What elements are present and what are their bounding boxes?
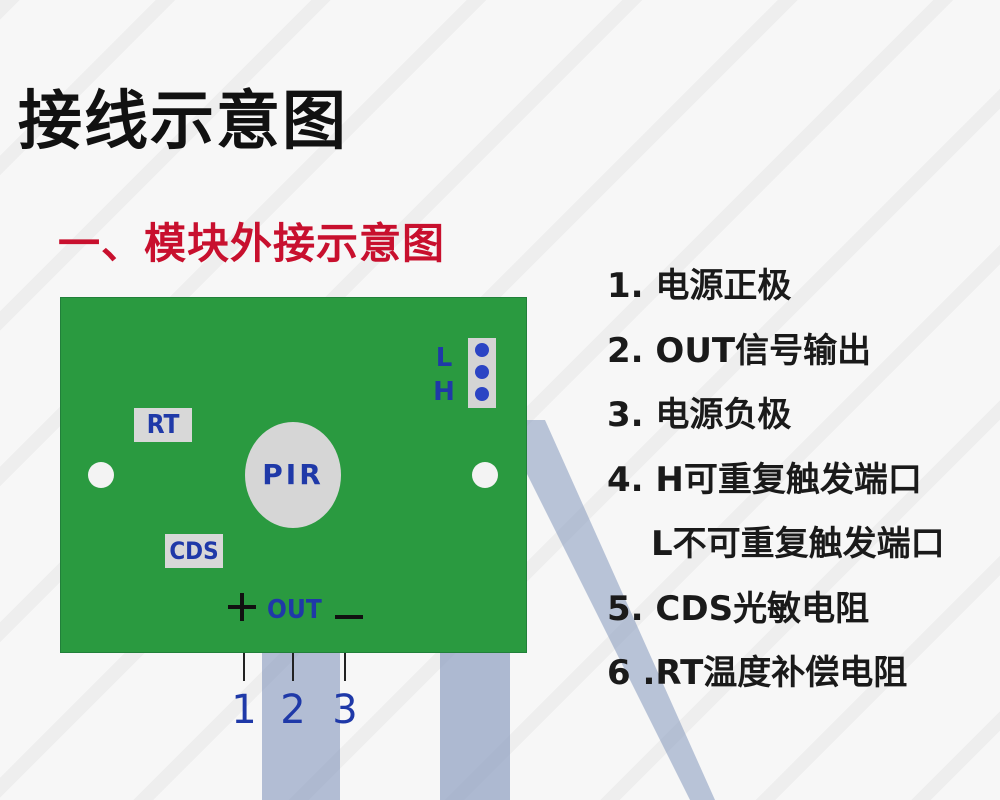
out-label: OUT (267, 595, 322, 625)
pin-lead-3 (344, 653, 346, 681)
rt-label: RT (134, 408, 192, 442)
jumper-pin (475, 387, 489, 401)
plus-icon (228, 593, 256, 621)
jumper-h-label: H (433, 377, 455, 407)
legend-item: 3. 电源负极 (607, 395, 792, 435)
jumper-header (468, 338, 496, 408)
jumper-labels: L H (433, 341, 455, 409)
pcb-board: RT CDS PIR L H OUT (60, 297, 527, 653)
minus-icon (335, 615, 363, 619)
pin-legend: 1. 电源正极 2. OUT信号输出 3. 电源负极 4. H可重复触发端口 L… (607, 262, 945, 714)
cds-label: CDS (165, 534, 223, 568)
mounting-hole-right (472, 462, 498, 488)
legend-item: L不可重复触发端口 (651, 524, 945, 564)
section-title: 一、模块外接示意图 (58, 219, 446, 268)
pin-number-3: 3 (332, 687, 358, 733)
legend-item: 6 .RT温度补偿电阻 (607, 653, 908, 693)
mounting-hole-left (88, 462, 114, 488)
jumper-pin (475, 365, 489, 379)
legend-item: 1. 电源正极 (607, 266, 792, 306)
jumper-l-label: L (435, 343, 453, 373)
page-title: 接线示意图 (18, 85, 348, 159)
legend-item: 2. OUT信号输出 (607, 330, 872, 371)
legend-item: 4. H可重复触发端口 (607, 459, 922, 500)
pin-number-1: 1 (231, 687, 257, 733)
legend-item: 5. CDS光敏电阻 (607, 588, 870, 629)
pin-lead-1 (243, 653, 245, 681)
pir-sensor: PIR (245, 422, 341, 528)
jumper-pin (475, 343, 489, 357)
pin-lead-2 (292, 653, 294, 681)
pin-number-2: 2 (280, 687, 306, 733)
